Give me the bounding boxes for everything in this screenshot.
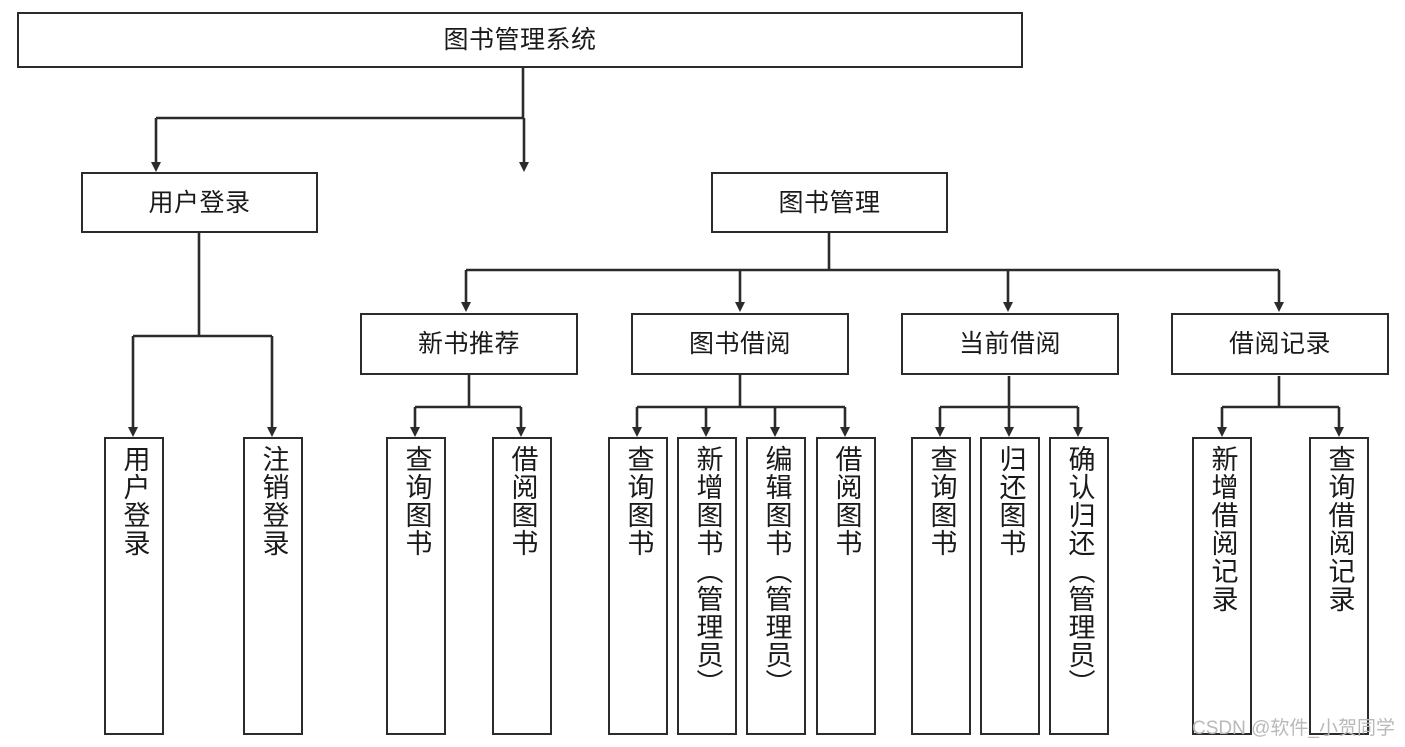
- node-leaf-rec-query-record[interactable]: 查询借阅记录: [1309, 437, 1369, 735]
- node-leaf-user-login[interactable]: 用户登录: [104, 437, 164, 735]
- node-leaf-cur-confirm-return[interactable]: 确认归还（管理员）: [1049, 437, 1109, 735]
- node-borrow-record[interactable]: 借阅记录: [1171, 313, 1389, 375]
- node-leaf-borrow-borrow-book[interactable]: 借阅图书: [816, 437, 876, 735]
- node-leaf-borrow-query-book-label: 查询图书: [623, 445, 654, 557]
- node-borrow-record-label: 借阅记录: [1228, 330, 1331, 358]
- node-leaf-rec-borrow-book[interactable]: 借阅图书: [492, 437, 552, 735]
- node-leaf-rec-borrow-book-label: 借阅图书: [507, 445, 538, 557]
- node-leaf-user-logout-label: 注销登录: [258, 445, 289, 557]
- node-book-manage[interactable]: 图书管理: [711, 172, 948, 233]
- node-leaf-user-login-label: 用户登录: [119, 445, 150, 557]
- node-root-label: 图书管理系统: [443, 26, 597, 54]
- node-leaf-rec-query-book[interactable]: 查询图书: [386, 437, 446, 735]
- node-leaf-borrow-add-book-label: 新增图书（管理员）: [692, 445, 723, 697]
- node-leaf-cur-query-book[interactable]: 查询图书: [911, 437, 971, 735]
- node-leaf-borrow-borrow-book-label: 借阅图书: [831, 445, 862, 557]
- node-leaf-borrow-query-book[interactable]: 查询图书: [608, 437, 668, 735]
- node-leaf-borrow-edit-book[interactable]: 编辑图书（管理员）: [746, 437, 806, 735]
- node-book-borrow[interactable]: 图书借阅: [631, 313, 849, 375]
- node-user-login[interactable]: 用户登录: [81, 172, 318, 233]
- node-leaf-cur-query-book-label: 查询图书: [926, 445, 957, 557]
- node-leaf-borrow-add-book[interactable]: 新增图书（管理员）: [677, 437, 737, 735]
- node-leaf-rec-add-record[interactable]: 新增借阅记录: [1192, 437, 1252, 735]
- node-book-manage-label: 图书管理: [778, 188, 881, 217]
- node-new-book-recommend-label: 新书推荐: [417, 330, 520, 358]
- node-leaf-cur-return-book[interactable]: 归还图书: [980, 437, 1040, 735]
- node-current-borrow-label: 当前借阅: [958, 330, 1061, 358]
- node-book-borrow-label: 图书借阅: [688, 330, 791, 358]
- node-current-borrow[interactable]: 当前借阅: [901, 313, 1119, 375]
- node-leaf-rec-add-record-label: 新增借阅记录: [1207, 445, 1238, 613]
- node-user-login-label: 用户登录: [148, 188, 251, 217]
- node-root[interactable]: 图书管理系统: [17, 12, 1023, 68]
- node-leaf-user-logout[interactable]: 注销登录: [243, 437, 303, 735]
- node-leaf-rec-query-record-label: 查询借阅记录: [1324, 445, 1355, 613]
- node-leaf-borrow-edit-book-label: 编辑图书（管理员）: [761, 445, 792, 697]
- node-leaf-cur-return-book-label: 归还图书: [995, 445, 1026, 557]
- node-leaf-rec-query-book-label: 查询图书: [401, 445, 432, 557]
- node-new-book-recommend[interactable]: 新书推荐: [360, 313, 578, 375]
- node-leaf-cur-confirm-return-label: 确认归还（管理员）: [1064, 445, 1095, 697]
